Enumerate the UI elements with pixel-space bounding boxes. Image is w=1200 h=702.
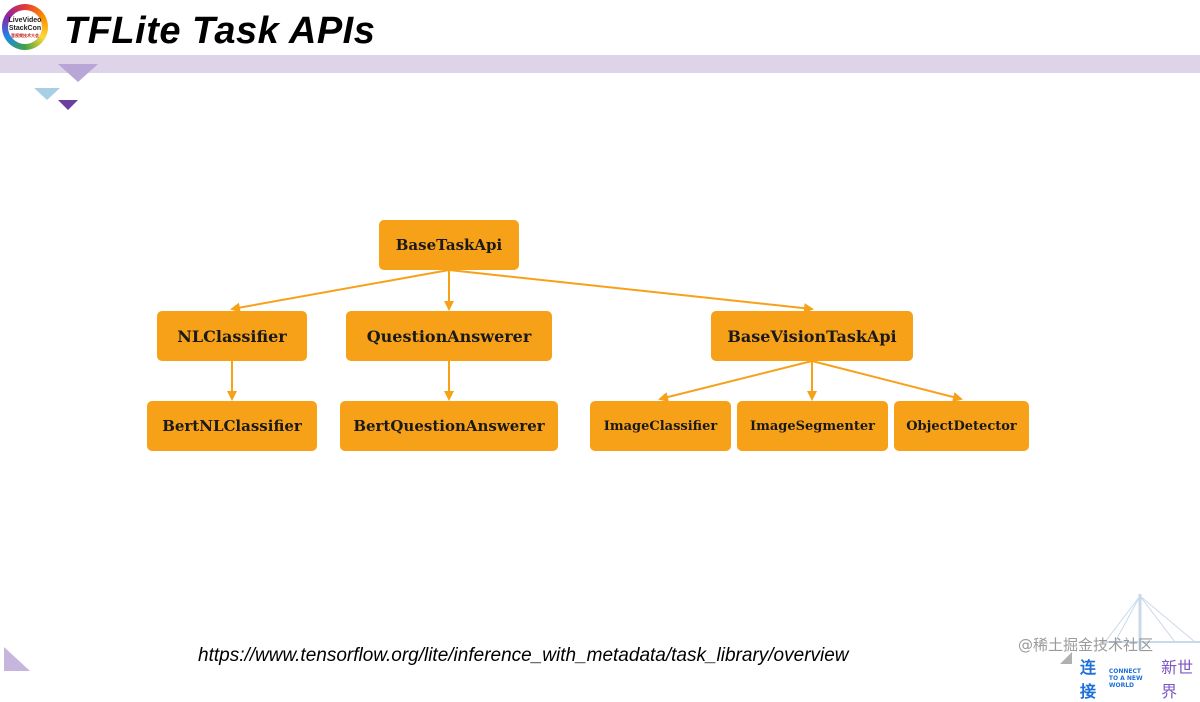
brand-tag-line-2: TO A NEW WORLD <box>1108 674 1143 689</box>
edge-base-to-nlclassifier <box>230 269 450 313</box>
logo-line-2: StackCon <box>8 24 42 32</box>
brand-right-text: 新世界 <box>1161 658 1194 701</box>
logo-line-3: 音视频技术大会 <box>11 32 39 38</box>
deco-triangle-lavender <box>58 64 98 82</box>
node-bertnlclassifier: BertNLClassifier <box>147 401 317 451</box>
watermark-triangle-icon <box>1060 652 1072 664</box>
edge-vision-to-imageclassifier <box>658 360 813 402</box>
node-nlclassifier: NLClassifier <box>157 311 307 361</box>
node-basevisiontaskapi: BaseVisionTaskApi <box>711 311 913 361</box>
brand-tag-line-1: CONNECT <box>1108 667 1142 675</box>
slide-title: TFLite Task APIs <box>64 10 376 52</box>
livevideostackcon-logo: LiveVideo StackCon 音视频技术大会 <box>2 4 48 50</box>
brand-left-text: 连接 <box>1080 658 1097 701</box>
brand-tag: CONNECT TO A NEW WORLD <box>1109 668 1158 689</box>
edge-vision-to-objectdetector <box>811 360 963 402</box>
node-basetaskapi: BaseTaskApi <box>379 220 519 270</box>
node-bertquestionanswerer: BertQuestionAnswerer <box>340 401 558 451</box>
corner-triangle-decoration <box>4 647 30 671</box>
node-imageclassifier: ImageClassifier <box>590 401 731 451</box>
diagram-connectors <box>227 269 963 402</box>
reference-url: https://www.tensorflow.org/lite/inferenc… <box>198 645 849 666</box>
edge-base-to-basevisiontaskapi <box>448 269 814 314</box>
header-band <box>0 55 1200 73</box>
deco-triangle-blue <box>34 88 60 100</box>
logo-center: LiveVideo StackCon 音视频技术大会 <box>8 10 42 44</box>
node-questionanswerer: QuestionAnswerer <box>346 311 552 361</box>
logo-line-1: LiveVideo <box>8 16 42 24</box>
deco-triangle-purple <box>58 100 78 110</box>
conference-brand: 连接 CONNECT TO A NEW WORLD 新世界 <box>1080 654 1200 702</box>
node-objectdetector: ObjectDetector <box>894 401 1029 451</box>
class-hierarchy-diagram: BaseTaskApi NLClassifier QuestionAnswere… <box>147 220 1029 451</box>
header-decoration <box>34 64 98 110</box>
bridge-graphic <box>1100 594 1200 650</box>
node-imagesegmenter: ImageSegmenter <box>737 401 888 451</box>
juejin-watermark: @稀土掘金技术社区 <box>1018 636 1154 654</box>
